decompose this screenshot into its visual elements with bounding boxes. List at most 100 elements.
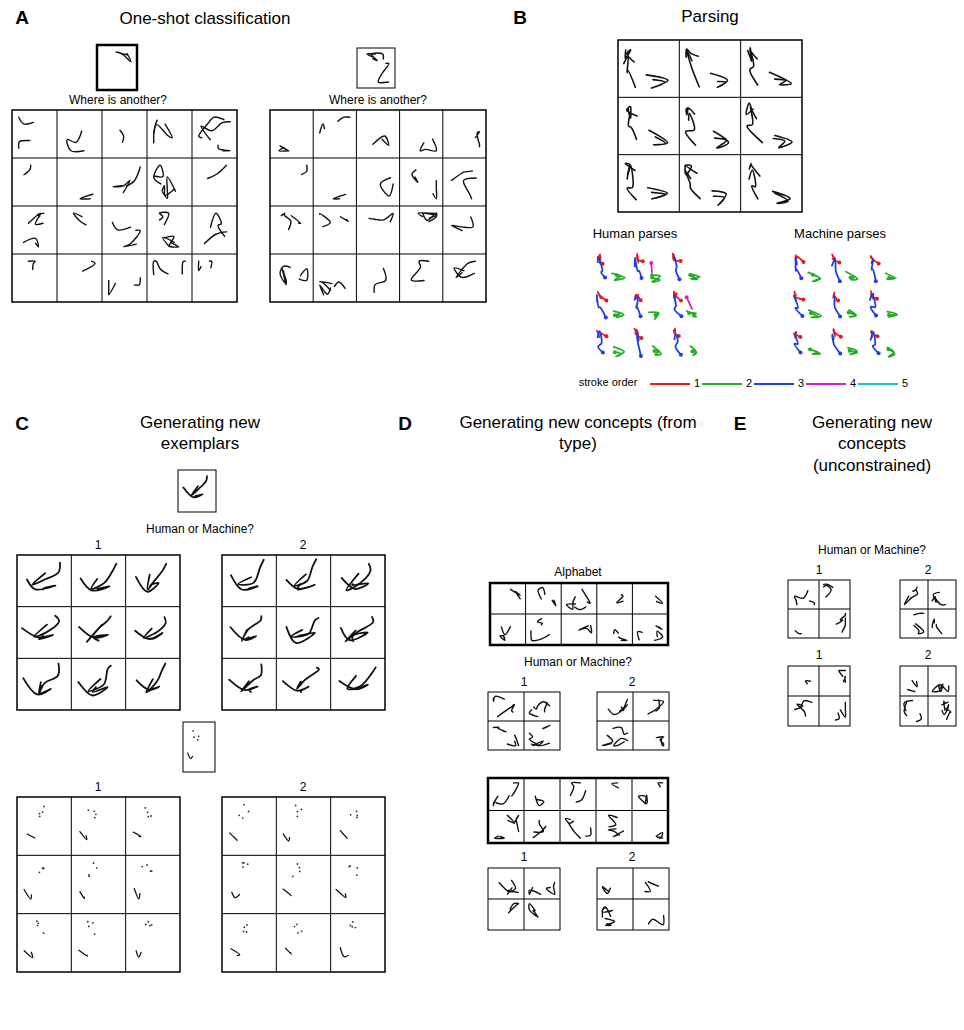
character-stroke [496,796,509,804]
character-stroke [628,114,636,140]
character-stroke [614,311,624,317]
grid-line [17,913,180,914]
character-stroke [420,139,436,151]
character-stroke [493,796,498,805]
character-stroke [627,107,637,118]
character-dot [150,870,152,872]
character-dot [356,811,358,813]
character-stroke [770,72,792,85]
character-stroke [773,191,790,203]
grid-border [488,868,560,930]
character-stroke [674,296,681,317]
character-stroke [839,670,846,676]
character-stroke [586,828,591,836]
character-stroke [508,888,512,895]
character-stroke [914,613,924,615]
character-stroke [605,918,615,925]
character-stroke [582,589,590,603]
grid-border [900,580,956,638]
character-stroke [691,346,697,355]
character-stroke [602,735,612,745]
character-stroke [942,704,949,714]
character-stroke [320,285,331,295]
character-dot [92,922,94,924]
grid-line [12,254,237,255]
character-stroke [904,701,913,711]
caption-label: 2 [620,675,644,690]
character-stroke [848,348,857,355]
grid-line [330,555,331,710]
stroke-start [639,354,643,358]
character-stroke [635,296,641,316]
character-stroke [134,889,140,899]
character-stroke [638,632,643,640]
character-stroke [507,741,515,746]
character-stroke [575,607,586,610]
character-stroke [645,882,650,891]
character-grid [222,555,385,710]
character-dot [350,814,352,816]
stroke-start [641,259,645,263]
caption-label: 2 [916,648,940,663]
character-stroke [299,269,308,281]
grid-border [183,722,215,772]
legend-text: 2 [746,377,752,389]
panel-title: Generating new concepts (unconstrained) [797,412,947,476]
character-stroke [463,178,476,199]
character-grid [900,666,956,726]
character-stroke [713,131,728,148]
grid-border [97,45,137,90]
grid-line [71,797,72,972]
character-stroke [932,597,935,602]
character-stroke [19,117,34,124]
character-dot [36,920,38,922]
character-stroke [67,131,84,152]
stroke-start [874,313,878,317]
legend-swatch [650,383,690,385]
character-stroke [749,170,758,199]
character-dot [43,805,45,807]
character-stroke [133,832,141,836]
character-stroke [535,796,543,805]
character-stroke [832,334,840,353]
character-stroke [88,666,111,691]
character-grid [794,254,897,357]
character-stroke [320,214,331,227]
character-stroke [281,213,291,229]
character-grid [488,692,560,750]
stroke-start [649,261,653,265]
legend-swatch [754,383,794,385]
character-stroke [686,113,696,145]
character-dot [295,805,297,807]
character-stroke [656,833,663,838]
character-stroke [914,624,924,634]
caption-label: Human or Machine? [120,522,280,537]
character-dot [95,813,97,815]
character-dot [246,924,248,926]
character-stroke [656,596,663,603]
character-stroke [836,613,845,624]
grid-line [17,606,180,607]
stroke-start [601,351,605,355]
character-dot [96,867,98,869]
stroke-start [690,349,694,353]
grid-border [788,580,850,638]
character-stroke [218,145,230,151]
character-stroke [144,617,166,638]
character-dot [87,809,89,811]
grid-line [222,606,385,607]
character-stroke [529,710,537,717]
character-stroke [637,332,641,356]
character-stroke [280,146,289,151]
grid-border [618,40,802,212]
character-stroke [373,136,389,145]
character-stroke [546,883,554,895]
character-stroke [74,213,86,225]
character-stroke [412,170,418,183]
stroke-start [639,314,643,318]
character-stroke [624,56,636,87]
character-dot [299,867,301,869]
stroke-start [877,351,881,355]
grid-line [488,721,560,722]
character-stroke [509,903,519,913]
